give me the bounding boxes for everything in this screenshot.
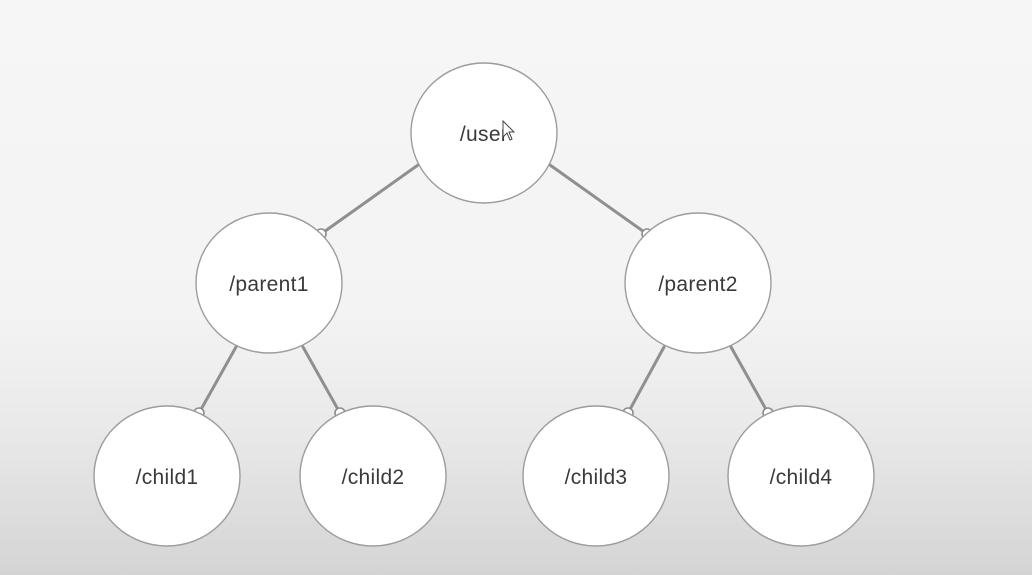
node-child1: /child1: [93, 405, 241, 547]
node-circle-parent1: [195, 212, 343, 354]
edge-user-parent2: [548, 163, 649, 236]
node-user: /user: [410, 62, 558, 204]
node-parent2: /parent2: [624, 212, 772, 354]
edge-parent1-child1: [197, 345, 238, 415]
node-child4: /child4: [727, 405, 875, 547]
nodes-layer: /user/parent1/parent2/child1/child2/chil…: [93, 62, 875, 547]
node-circle-child3: [522, 405, 670, 547]
node-circle-parent2: [624, 212, 772, 354]
mouse-cursor-icon: [502, 119, 516, 141]
node-circle-child4: [727, 405, 875, 547]
node-label-child3: /child3: [565, 466, 628, 489]
edge-parent2-child4: [729, 345, 770, 415]
node-label-parent2: /parent2: [658, 273, 737, 296]
node-parent1: /parent1: [195, 212, 343, 354]
edge-parent2-child3: [626, 345, 666, 415]
node-label-child4: /child4: [770, 466, 833, 489]
node-label-child1: /child1: [136, 466, 199, 489]
node-circle-child2: [299, 405, 447, 547]
node-label-child2: /child2: [342, 466, 405, 489]
node-circle-child1: [93, 405, 241, 547]
node-label-parent1: /parent1: [229, 273, 308, 296]
edge-parent1-child2: [301, 345, 342, 415]
node-label-user: /user: [460, 123, 508, 146]
edge-user-parent1: [319, 163, 420, 236]
node-child3: /child3: [522, 405, 670, 547]
node-child2: /child2: [299, 405, 447, 547]
node-circle-user: [410, 62, 558, 204]
